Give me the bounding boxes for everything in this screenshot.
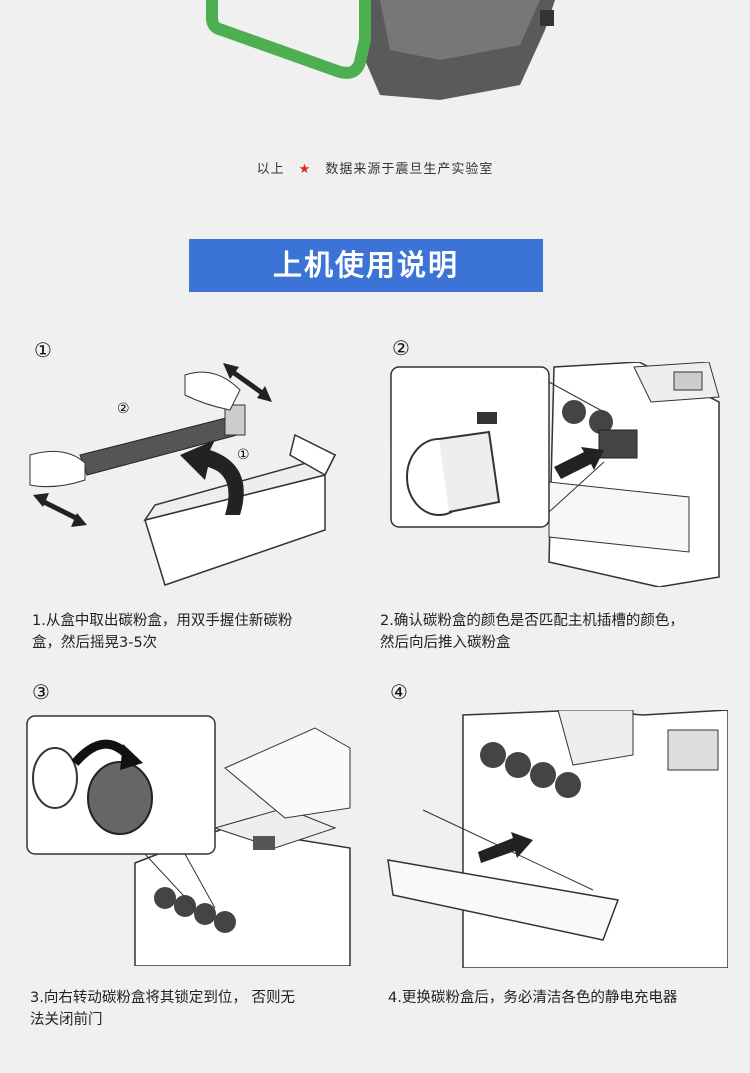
step-4-text: 4.更换碳粉盒后，务必清洁各色的静电充电器 bbox=[388, 987, 728, 1009]
step-2-illustration bbox=[390, 362, 720, 587]
step-1-text-line2: 盒，然后摇晃3-5次 bbox=[32, 635, 158, 651]
step-3-text: 3.向右转动碳粉盒将其锁定到位， 否则无 法关闭前门 bbox=[30, 987, 350, 1031]
step-1-text: 1.从盒中取出碳粉盒，用双手握住新碳粉 盒，然后摇晃3-5次 bbox=[32, 610, 352, 654]
step-3-text-line1: 3.向右转动碳粉盒将其锁定到位， 否则无 bbox=[30, 990, 295, 1006]
step-2-text-line2: 然后向后推入碳粉盒 bbox=[380, 635, 511, 651]
section-banner: 上机使用说明 bbox=[189, 239, 543, 292]
step-2-text: 2.确认碳粉盒的颜色是否匹配主机插槽的颜色， 然后向后推入碳粉盒 bbox=[380, 610, 720, 654]
step-2-text-line1: 2.确认碳粉盒的颜色是否匹配主机插槽的颜色， bbox=[380, 613, 684, 629]
step-4-number: ④ bbox=[390, 680, 408, 704]
step-2-number: ② bbox=[392, 336, 410, 360]
toner-cartridge-photo bbox=[0, 0, 750, 110]
step-1-text-line1: 1.从盒中取出碳粉盒，用双手握住新碳粉 bbox=[32, 613, 293, 629]
source-note: 以上 ★ 数据来源于震旦生产实验室 bbox=[0, 158, 750, 177]
source-right: 数据来源于震旦生产实验室 bbox=[325, 162, 494, 177]
step-3-illustration bbox=[26, 715, 351, 966]
step-1-label-b: ① bbox=[237, 447, 250, 463]
step-4-text-line1: 4.更换碳粉盒后，务必清洁各色的静电充电器 bbox=[388, 990, 678, 1006]
step-1-label-a: ② bbox=[117, 401, 130, 417]
step-1-number: ① bbox=[34, 338, 52, 362]
source-left: 以上 bbox=[256, 162, 285, 177]
step-3-text-line2: 法关闭前门 bbox=[30, 1012, 103, 1028]
step-4-illustration bbox=[387, 710, 728, 968]
star-icon: ★ bbox=[298, 162, 312, 177]
step-1-illustration: ② ① bbox=[29, 363, 337, 586]
step-3-number: ③ bbox=[32, 680, 50, 704]
